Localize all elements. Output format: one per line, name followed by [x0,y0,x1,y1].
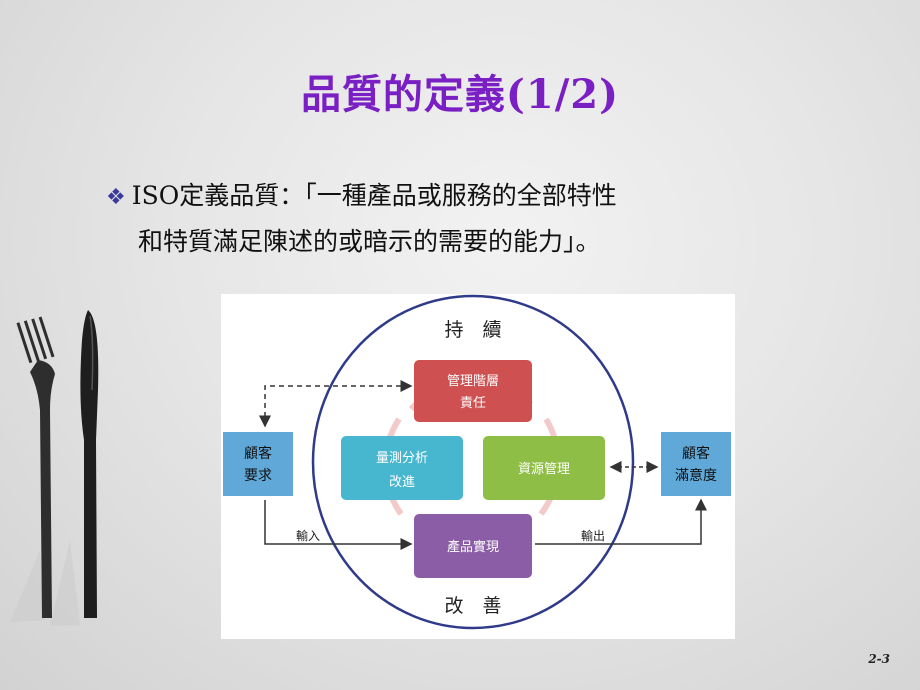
improve-label: 改 善 [444,595,501,617]
diagram-canvas: 持 續 改 善 管理階層 責任 量測分析 改進 資源管理 產品實現 顧客 要求 … [223,294,731,630]
product-realization-box [414,514,532,578]
customer-sat-line-1: 顧客 [682,445,710,462]
input-label: 輸入 [296,528,320,543]
customer-satisfaction-box [661,432,731,496]
measurement-analysis-box [341,436,463,500]
feedback-dashed-arrow [259,380,413,428]
resource-management-box [483,436,605,500]
customer-req-line-1: 顧客 [244,445,272,462]
diamond-bullet-icon: ❖ [106,185,126,210]
fork-knife-icon [10,310,99,626]
product-label: 產品實現 [447,539,499,555]
output-label: 輸出 [581,528,605,543]
bullet-line-1: ISO定義品質：「一種產品或服務的全部特性 [131,181,617,210]
input-arrow [264,500,413,550]
resource-label: 資源管理 [518,462,570,477]
bullet-text: ❖ISO定義品質：「一種產品或服務的全部特性 和特質滿足陳述的或暗示的需要的能力… [106,174,846,264]
management-line-2: 責任 [460,396,486,411]
bullet-line-2: 和特質滿足陳述的或暗示的需要的能力」。 [138,227,601,256]
measure-line-1: 量測分析 [376,451,428,466]
management-line-1: 管理階層 [447,374,499,389]
customer-sat-line-2: 滿意度 [675,467,717,484]
management-responsibility-box [414,360,532,422]
customer-req-line-2: 要求 [244,468,272,484]
customer-requirements-box [223,432,293,496]
iso-process-diagram: 持 續 改 善 管理階層 責任 量測分析 改進 資源管理 產品實現 顧客 要求 … [221,294,735,639]
page-number: 2-3 [868,652,890,666]
measure-line-2: 改進 [389,475,415,490]
output-arrow [535,498,707,545]
sustain-label: 持 續 [444,319,501,341]
slide-title: 品質的定義(1/2) [300,71,620,118]
